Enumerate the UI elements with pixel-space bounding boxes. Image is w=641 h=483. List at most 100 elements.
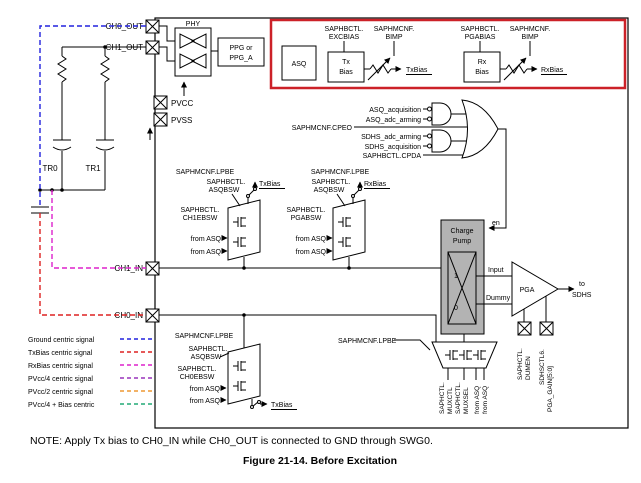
external-network: TR0 TR1 xyxy=(31,25,146,316)
variable-arrow-icon xyxy=(503,57,527,81)
reg-label: SAPHBCTL. xyxy=(287,207,326,214)
transducer-tr0-icon xyxy=(52,139,72,190)
rx-bias-branch: SAPHBCTL. PGABIAS Rx Bias SAPHMCNF. BIMP… xyxy=(461,26,567,83)
module-boundary xyxy=(154,17,629,429)
reg-label: DUMEN xyxy=(525,356,532,380)
legend-label: PVcc/4 centric signal xyxy=(28,376,93,383)
reg-label: CH1EBSW xyxy=(183,215,218,222)
legend-label: PVcc/4 + Bias centric xyxy=(28,402,95,409)
signal-label: ASQ_acquisition xyxy=(369,107,421,114)
charge-pump-block: Charge Pump 1 0 xyxy=(440,219,485,335)
charge-pump-label-2: Pump xyxy=(453,238,471,245)
resistor-icon xyxy=(100,55,110,83)
pga-block: Input Dummy PGA to SDHS SAPHCTL. DUMEN S… xyxy=(476,261,592,412)
pga-amp-icon xyxy=(511,261,559,317)
ppg-box xyxy=(217,37,265,67)
resistor-icon xyxy=(369,64,392,74)
invert-bubble-icon xyxy=(427,133,432,139)
pad-label-pvcc: PVCC xyxy=(171,99,193,108)
bias-switch-mux-ch1: SAPHMCNF.LPBE SAPHBCTL. ASQBSW SAPHBCTL.… xyxy=(176,169,285,268)
capacitor-icon xyxy=(31,206,49,214)
legend-label: RxBias centric signal xyxy=(28,363,93,370)
reg-label: SAPHMCNF.CPEO xyxy=(292,125,353,132)
reg-label: SAPHCTL. xyxy=(517,348,524,380)
pad-label-ch0-in: CH0_IN xyxy=(115,311,144,320)
legend-label: Ground centric signal xyxy=(28,337,95,344)
signal-label: SDHS_adc_arming xyxy=(361,134,421,141)
or-gate-icon xyxy=(461,99,499,159)
reg-label: BIMP xyxy=(385,34,402,41)
reg-label: SAPHBCTL. xyxy=(325,26,364,33)
reg-label: MUXSEL xyxy=(463,387,470,414)
from-asq-label: from ASQ xyxy=(482,386,489,414)
fet-switch-icon xyxy=(472,349,487,361)
fet-switch-icon xyxy=(232,236,247,248)
reg-label: PGA_GAIN[5:0] xyxy=(547,366,554,412)
reg-label: CH0EBSW xyxy=(180,374,215,381)
pad-label-ch0-out: CH0_OUT xyxy=(106,22,143,31)
highlight-red-box xyxy=(269,18,627,90)
input-mux-box xyxy=(431,341,498,369)
reg-label: PGABSW xyxy=(291,215,322,222)
net-label-rxbias: RxBias xyxy=(364,181,387,188)
tr1-label: TR1 xyxy=(85,164,101,173)
pvss-pad xyxy=(153,112,168,127)
asq-label: ASQ xyxy=(292,61,307,68)
from-asq-label: from ASQ xyxy=(190,398,221,405)
rx-bias-label-1: Rx xyxy=(478,59,487,66)
reg-label: ASQBSW xyxy=(191,354,222,361)
switch-mux-box xyxy=(332,199,366,261)
invert-bubble-icon xyxy=(427,106,432,112)
reg-label: ASQBSW xyxy=(314,187,345,194)
figure-caption: Figure 21-14. Before Excitation xyxy=(243,455,397,467)
to-sdhs-label-2: SDHS xyxy=(572,292,592,299)
input-label: Input xyxy=(488,267,504,274)
to-sdhs-label-1: to xyxy=(579,281,585,288)
signal-label: SDHS_acquisition xyxy=(365,144,422,151)
note-text: NOTE: Apply Tx bias to CH0_IN while CH0_… xyxy=(30,435,433,447)
net-label-txbias: TxBias xyxy=(259,181,281,188)
charge-pump-label-1: Charge xyxy=(451,228,474,235)
ch1-in-pad xyxy=(145,261,160,276)
variable-arrow-icon xyxy=(367,57,391,81)
fet-switch-icon xyxy=(337,236,352,248)
fet-switch-icon xyxy=(337,216,352,228)
ch0-out-pad xyxy=(145,19,160,34)
reg-label: PGABIAS xyxy=(465,34,496,41)
reg-label: SAPHCTL. xyxy=(439,382,446,414)
tx-bias-label-1: Tx xyxy=(342,59,350,66)
reg-label: SAPHBCTL. xyxy=(189,346,228,353)
reg-label: BIMP xyxy=(521,34,538,41)
legend-label: PVcc/2 centric signal xyxy=(28,389,93,396)
tx-bias-branch: SAPHBCTL. EXCBIAS Tx Bias SAPHMCNF. BIMP… xyxy=(325,26,432,83)
input-select-mux: SAPHMCNF.LPBE SAPHCTL. MUXCTL SAPHCTL. M… xyxy=(338,334,498,414)
reg-label: SAPHCTL. xyxy=(455,382,462,414)
signal-label: ASQ_adc_arming xyxy=(366,117,421,124)
reg-label: MUXCTL xyxy=(447,387,454,414)
switch-mux-box xyxy=(227,199,261,261)
from-asq-label: from ASQ xyxy=(474,386,481,414)
ch0-in-pad xyxy=(145,308,160,323)
ppg-label-1: PPG or xyxy=(230,45,254,52)
phy-driver-icon xyxy=(179,33,207,69)
pga-gain-pad xyxy=(539,321,554,336)
from-asq-label: from ASQ xyxy=(191,236,222,243)
reg-label: SAPHMCNF.LPBE xyxy=(175,333,234,340)
reg-label: SAPHMCNF.LPBE xyxy=(311,169,370,176)
from-asq-label: from ASQ xyxy=(296,236,327,243)
from-asq-label: from ASQ xyxy=(190,386,221,393)
switch-contact-icon xyxy=(351,194,355,198)
invert-bubble-icon xyxy=(427,143,432,149)
fet-switch-icon xyxy=(232,380,247,392)
mux-sel-0: 0 xyxy=(454,305,458,312)
reg-label: SDHSCTL6. xyxy=(539,349,546,385)
transducer-tr1-icon xyxy=(95,139,115,190)
bias-switch-mux-ch0: SAPHMCNF.LPBE SAPHBCTL. ASQBSW SAPHBCTL.… xyxy=(175,315,297,410)
resistor-icon xyxy=(57,55,67,83)
switch-contact-icon xyxy=(246,194,250,198)
and-gate-icon xyxy=(431,102,452,126)
ppg-label-2: PPG_A xyxy=(229,55,253,62)
junction-dot xyxy=(38,188,42,192)
